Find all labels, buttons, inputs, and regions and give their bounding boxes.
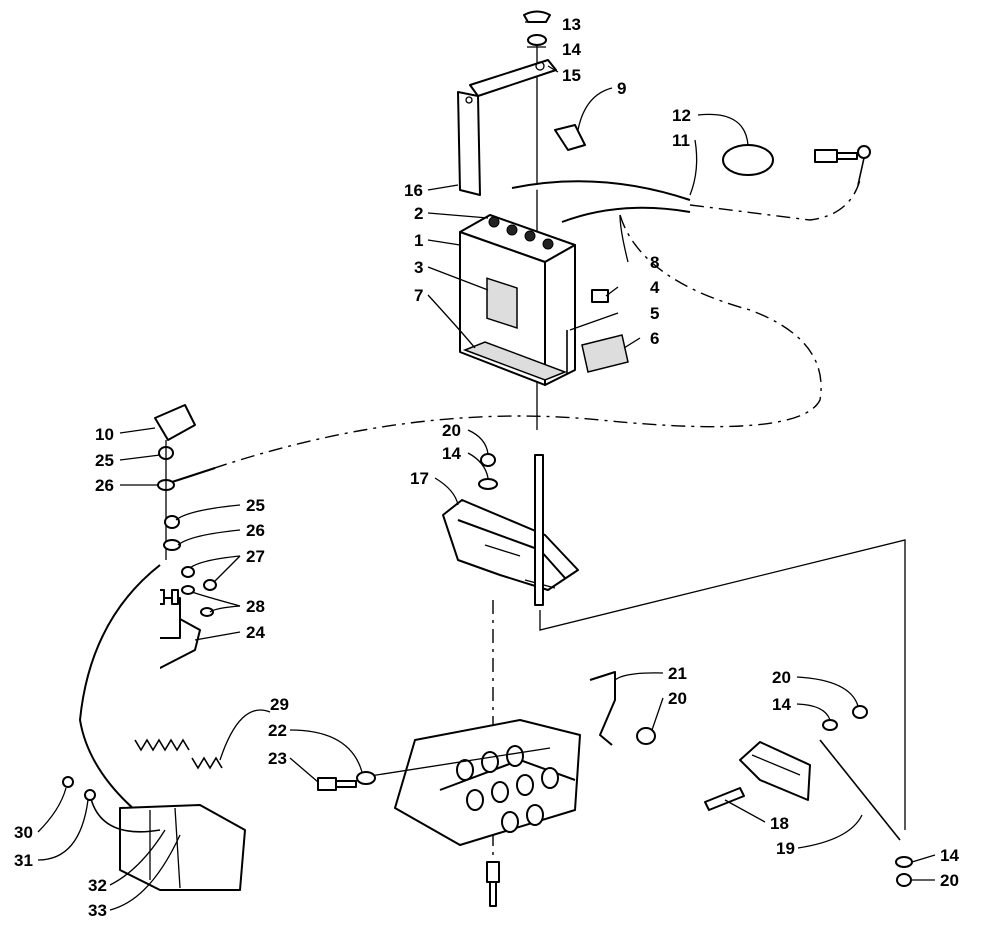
mounting-washer: [356, 771, 376, 785]
ground-wire: [89, 794, 161, 833]
callout-18: 18: [770, 814, 789, 833]
rod-nut-bottom: [896, 873, 912, 887]
callout-26-top: 26: [95, 476, 114, 495]
positive-cable: [511, 180, 691, 201]
leader-lines: [37, 21, 936, 911]
top-washer: [527, 34, 547, 46]
solenoid-washer-2: [163, 539, 181, 551]
lower-bolt: [486, 861, 500, 907]
mounting-bolt: [317, 777, 357, 791]
tray-washer: [478, 478, 498, 490]
callout-4: 4: [650, 278, 660, 297]
tray-connector-line: [539, 539, 906, 830]
callout-8: 8: [650, 253, 659, 272]
rod-nut-top: [852, 705, 868, 719]
mounting-plate: [394, 719, 581, 846]
callout-13: 13: [562, 15, 581, 34]
callout-21: 21: [668, 664, 687, 683]
tray-stud: [534, 454, 544, 606]
callout-32: 32: [88, 876, 107, 895]
bent-rod: [589, 671, 616, 746]
callout-1: 1: [414, 231, 423, 250]
hold-down-strap: [457, 59, 557, 196]
terminal-boot: [554, 124, 586, 151]
callout-31: 31: [14, 851, 33, 870]
cable-dashed-run-long: [179, 214, 822, 481]
small-washer-a: [181, 585, 195, 595]
small-nut-a: [181, 566, 195, 578]
callout-19: 19: [776, 839, 795, 858]
callout-5: 5: [650, 304, 659, 323]
callout-14-top: 14: [562, 40, 581, 59]
callout-20-bottom: 20: [940, 871, 959, 890]
small-nut-b: [203, 579, 217, 591]
callout-16: 16: [404, 181, 423, 200]
callout-11: 11: [672, 131, 690, 150]
coil-spring: [134, 709, 271, 770]
battery: [459, 214, 576, 386]
solenoid-nut-2: [164, 515, 180, 529]
callout-30: 30: [14, 823, 33, 842]
callout-12: 12: [672, 106, 691, 125]
callout-10: 10: [95, 425, 114, 444]
callout-20-tray: 20: [442, 421, 461, 440]
solenoid-boot: [154, 404, 196, 441]
wing-nut: [523, 10, 551, 23]
negative-cable: [561, 206, 691, 223]
callout-7: 7: [414, 286, 423, 305]
callouts: 13 14 15 9 12 11 16 2 1 8 3 4 7 5 6 10 2…: [14, 15, 959, 920]
callout-2: 2: [414, 204, 423, 223]
ground-bolt-small: [62, 776, 74, 788]
callout-27: 27: [246, 547, 265, 566]
callout-25-top: 25: [95, 451, 114, 470]
callout-23: 23: [268, 749, 287, 768]
mounting-bolt-line: [369, 747, 551, 777]
rod-nut: [636, 727, 656, 745]
callout-14-right: 14: [772, 695, 791, 714]
ground-bolt: [814, 145, 871, 186]
callout-3: 3: [414, 258, 423, 277]
callout-14-bottom: 14: [940, 846, 959, 865]
cable-dashed-run-right: [689, 179, 861, 221]
solenoid-cable-short: [171, 467, 216, 483]
rod-washer-bottom: [895, 856, 913, 868]
battery-tray: [442, 499, 579, 591]
rod-washer-top: [822, 719, 838, 731]
shield-bracket: [739, 741, 811, 801]
callout-17: 17: [410, 469, 429, 488]
callout-24: 24: [246, 623, 265, 642]
small-washer-b: [200, 607, 214, 617]
callout-6: 6: [650, 329, 659, 348]
battery-pad: [581, 334, 629, 373]
callout-20-right: 20: [772, 668, 791, 687]
callout-28: 28: [246, 597, 265, 616]
callout-14-tray: 14: [442, 444, 461, 463]
battery-vent-clip: [591, 289, 609, 303]
ground-ring-terminal: [84, 789, 96, 801]
tray-nut: [480, 453, 496, 467]
callout-15: 15: [562, 66, 581, 85]
starter-cable: [79, 564, 161, 831]
callout-20-rod: 20: [668, 689, 687, 708]
callout-33: 33: [88, 901, 107, 920]
support-rod: [819, 739, 901, 841]
callout-25-mid: 25: [246, 496, 265, 515]
callout-22: 22: [268, 721, 287, 740]
starter-motor: [119, 804, 246, 891]
callout-26-mid: 26: [246, 521, 265, 540]
long-bolt: [704, 787, 745, 811]
callout-9: 9: [617, 79, 626, 98]
callout-29: 29: [270, 695, 289, 714]
cable-clamp: [722, 144, 774, 176]
